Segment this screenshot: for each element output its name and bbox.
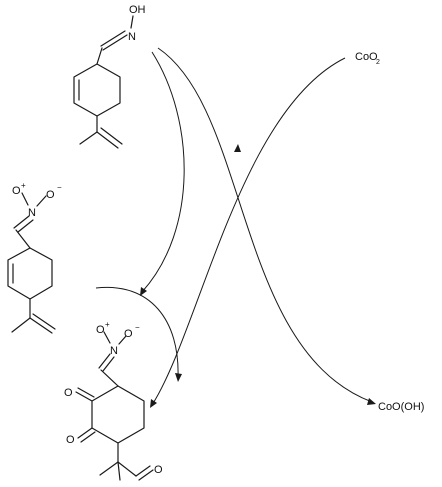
cooh-label: CoO(OH) bbox=[378, 401, 424, 413]
svg-text:−: − bbox=[135, 323, 140, 332]
chain-bond bbox=[96, 47, 103, 65]
oxime-oh-label: OH bbox=[129, 4, 146, 16]
oxime-molecule: OH N bbox=[73, 4, 146, 149]
oxime-n-label: N bbox=[128, 31, 136, 43]
diketone-n-label: N bbox=[110, 345, 118, 357]
coo2-label: CoO bbox=[355, 51, 378, 63]
arrowhead-cooh bbox=[367, 398, 376, 405]
diketone-o2-label: O bbox=[124, 328, 133, 340]
n-oh-bond bbox=[130, 15, 134, 29]
diketone-nitroso-o-label: O bbox=[96, 324, 105, 336]
cyclohexane-ring bbox=[91, 385, 145, 444]
ketone-bond-2 bbox=[77, 427, 93, 439]
arrowhead-diketone bbox=[150, 399, 157, 408]
ketone-o2-label: O bbox=[66, 434, 75, 446]
coo2-subscript: 2 bbox=[376, 59, 380, 66]
coo2-to-diketone-arrow bbox=[151, 57, 346, 406]
nitroso-molecule: O + N O − bbox=[7, 181, 62, 334]
nitroso-to-diketone-arrow bbox=[95, 286, 179, 379]
cyclohexene-ring bbox=[73, 63, 121, 117]
arrowhead-nitroso bbox=[140, 287, 147, 296]
nitroso-n-label: N bbox=[28, 207, 36, 219]
ketone-bond-1 bbox=[75, 391, 93, 402]
small-arrowhead bbox=[234, 144, 241, 152]
reagent-coo2: CoO 2 bbox=[355, 51, 380, 66]
to-cooh-arrow bbox=[157, 47, 373, 403]
aldehyde-o-label: O bbox=[154, 464, 163, 476]
arrowhead-diketone-2 bbox=[175, 373, 182, 382]
cyclohexene-ring-2 bbox=[7, 247, 53, 300]
svg-text:+: + bbox=[21, 181, 26, 190]
ketone-o1-label: O bbox=[64, 387, 73, 399]
svg-text:+: + bbox=[105, 320, 110, 329]
nitroso-o2-label: O bbox=[46, 189, 55, 201]
svg-text:−: − bbox=[57, 183, 62, 192]
diketone-molecule: O + N O − O O O bbox=[64, 320, 163, 481]
c-n-double-bond bbox=[102, 34, 128, 51]
nitroso-o-label: O bbox=[12, 185, 21, 197]
c-n-double-bond-2 bbox=[13, 215, 30, 229]
oxime-to-nitroso-arrow bbox=[141, 51, 185, 293]
